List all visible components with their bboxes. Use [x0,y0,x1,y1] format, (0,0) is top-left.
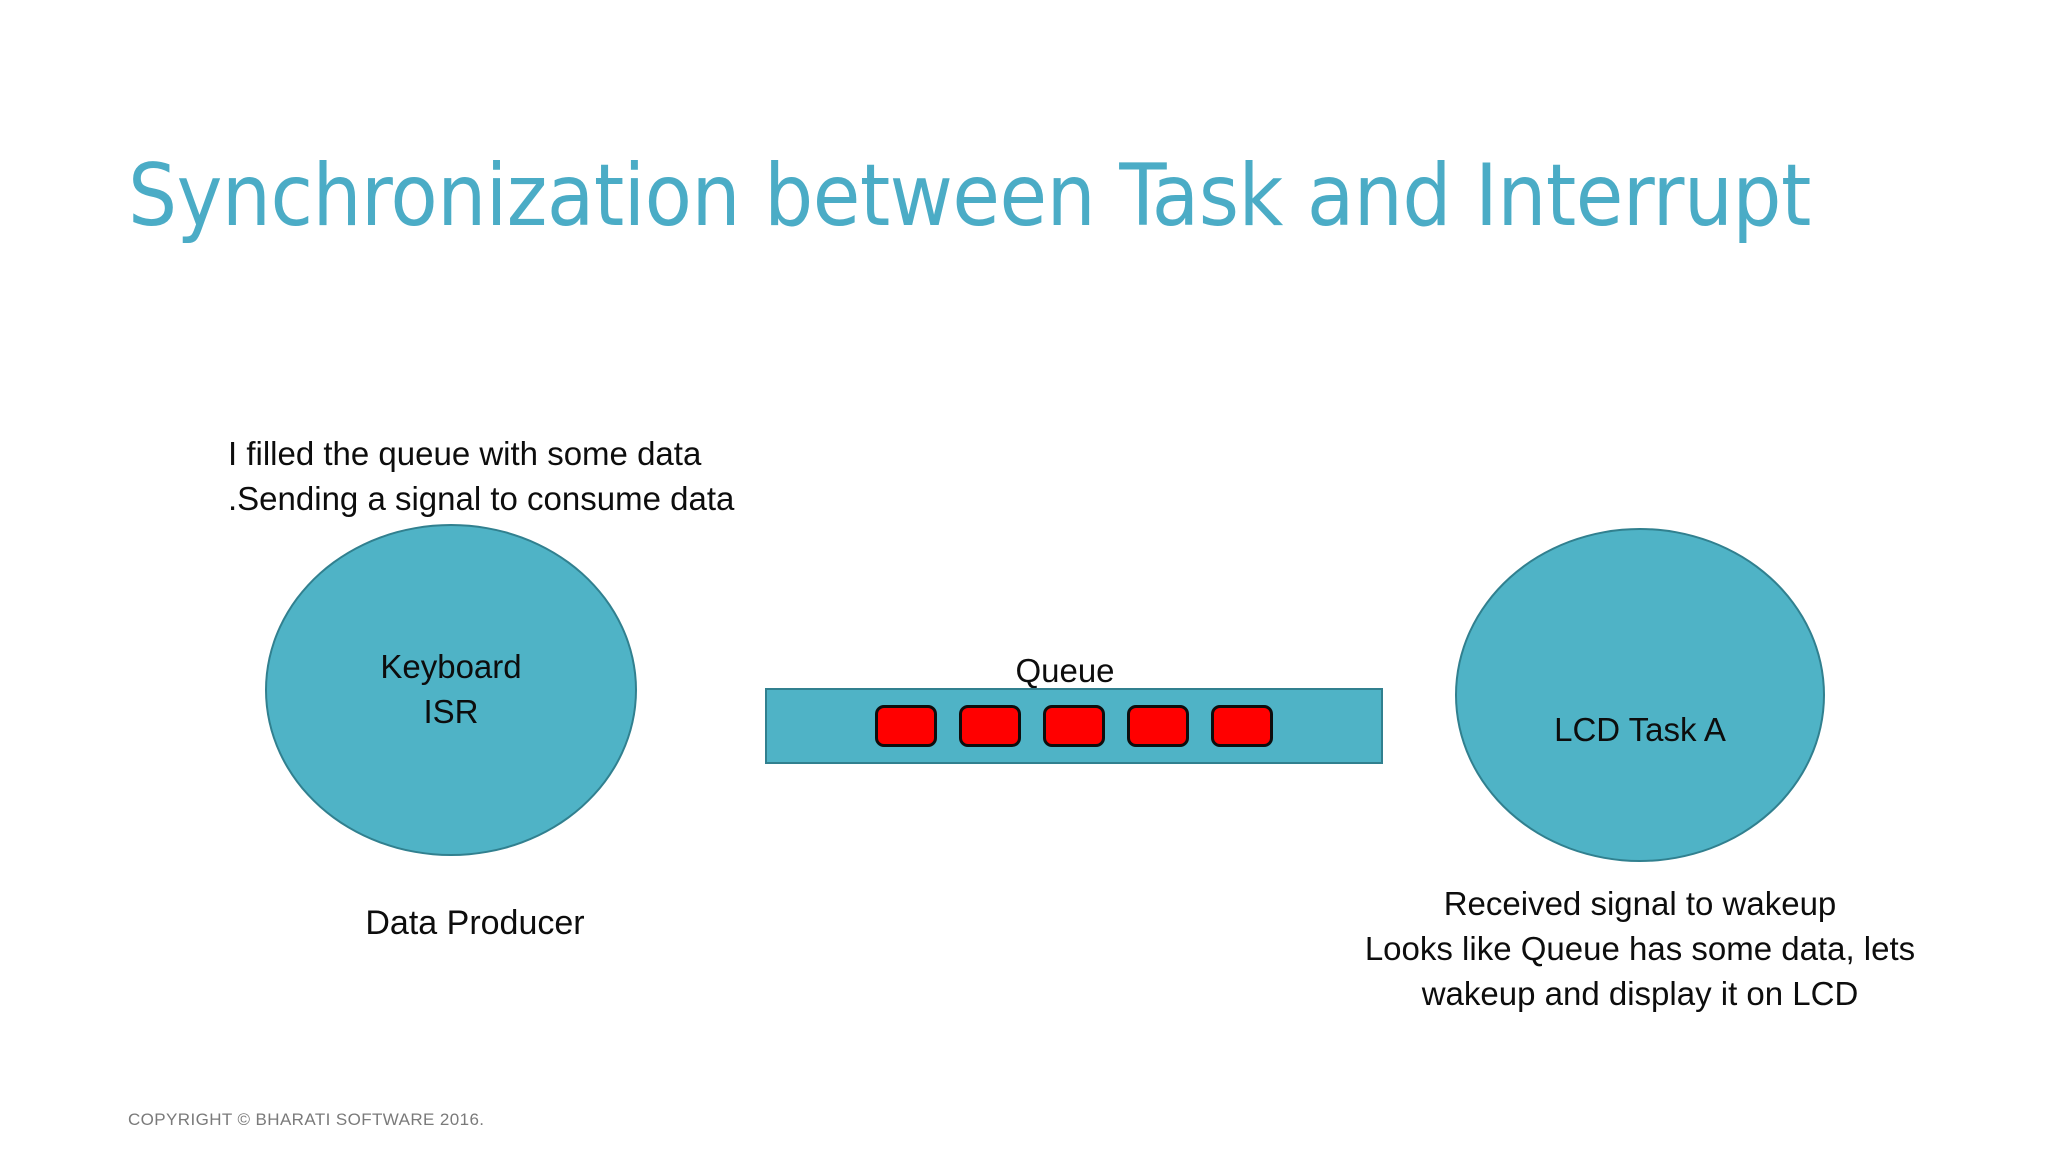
keyboard-isr-label: Keyboard ISR [380,648,522,730]
queue-slot [875,705,937,747]
queue-label: Queue [1015,652,1115,689]
keyboard-isr-node: Keyboard ISR [265,524,637,856]
lcd-task-a-label: LCD Task A [1554,711,1726,748]
data-producer-caption: Data Producer [365,904,585,942]
copyright-footer: COPYRIGHT © BHARATI SOFTWARE 2016. [128,1110,485,1129]
consumer-note-text: Received signal to wakeup Looks like Que… [1364,885,1916,1012]
queue-slot [1211,705,1273,747]
producer-note-text: I filled the queue with some data .Sendi… [228,435,735,517]
queue-slot [959,705,1021,747]
lcd-task-a-node: LCD Task A [1455,528,1825,862]
queue-slot [1043,705,1105,747]
queue-slot [1127,705,1189,747]
page-title: Synchronization between Task and Interru… [128,145,1811,246]
queue-bar [765,688,1383,764]
